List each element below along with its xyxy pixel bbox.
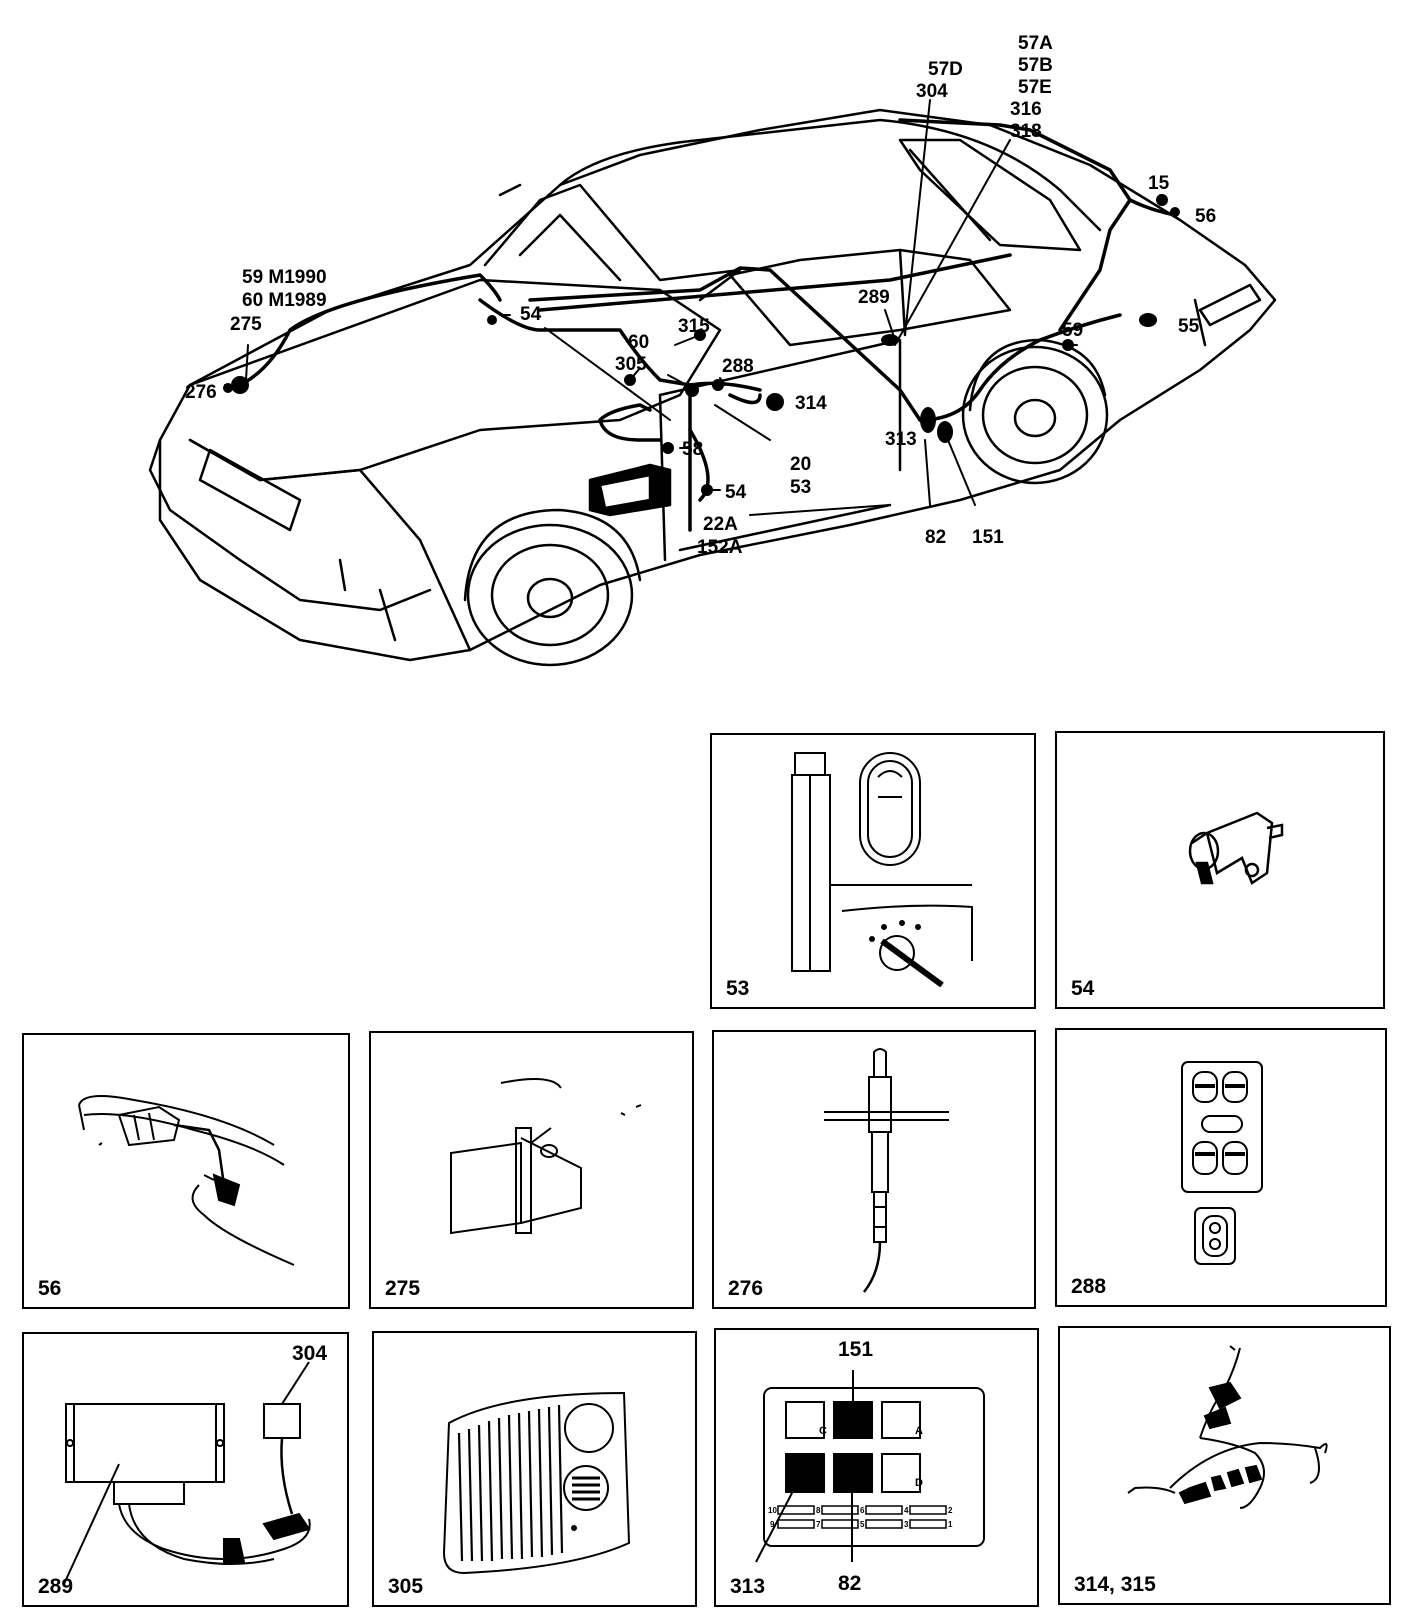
callout-57a: 57A [1018, 33, 1053, 54]
callout-314: 314 [795, 393, 827, 414]
callout-152a: 152A [697, 537, 743, 558]
callout-316: 316 [1010, 99, 1042, 120]
rear-wheel [961, 345, 1109, 485]
panel-313-label-151: 151 [838, 1338, 874, 1361]
callout-318: 318 [1010, 121, 1042, 142]
car-diagram [148, 99, 1277, 667]
fuse-label-c: C [819, 1425, 827, 1437]
panel-label: 54 [1071, 977, 1095, 1000]
fuse-num-5: 5 [860, 1520, 865, 1529]
panel-53: 53 [710, 733, 1036, 1009]
callout-313: 313 [885, 429, 917, 450]
callout-288: 288 [722, 356, 754, 377]
callout-275: 275 [230, 314, 262, 335]
callout-53: 53 [790, 477, 812, 498]
callout-57b: 57B [1018, 55, 1053, 76]
callout-289: 289 [858, 287, 890, 308]
car-body-outline [158, 108, 1277, 662]
callout-59-m1990: 59 M1990 [242, 267, 327, 288]
car-roof [558, 118, 1102, 232]
panel-305: 305 [372, 1331, 697, 1607]
fuse-num-3: 3 [904, 1520, 909, 1529]
panel-289-label-304: 304 [292, 1342, 328, 1365]
fuse-num-10: 10 [768, 1506, 777, 1515]
panel-313-label-82: 82 [838, 1572, 862, 1595]
callout-315: 315 [678, 316, 710, 337]
callout-57e: 57E [1018, 77, 1052, 98]
callout-22a: 22A [703, 514, 738, 535]
callout-54-front: 54 [520, 304, 542, 325]
callout-82: 82 [925, 527, 947, 548]
speaker-grille-outline [442, 1391, 631, 1575]
panel-label: 276 [728, 1277, 764, 1300]
callout-58: 58 [682, 439, 704, 460]
fuse-num-6: 6 [860, 1506, 865, 1515]
panel-label: 289 [38, 1575, 74, 1598]
callout-276: 276 [185, 382, 217, 403]
callout-56: 56 [1195, 206, 1217, 227]
callout-57d: 57D [928, 59, 963, 80]
panel-288: 288 [1055, 1028, 1387, 1307]
panel-314-315: 314, 315 [1058, 1326, 1391, 1605]
callout-60: 60 [628, 332, 650, 353]
panel-276: 276 [712, 1030, 1036, 1309]
fuse-label-d: D [915, 1477, 923, 1489]
fuse-num-2: 2 [948, 1506, 953, 1515]
panel-label: 314, 315 [1074, 1573, 1156, 1596]
front-wheel [466, 523, 634, 667]
callout-55: 55 [1178, 316, 1200, 337]
callout-20: 20 [790, 454, 812, 475]
callout-305: 305 [615, 354, 647, 375]
callout-59: 59 [1062, 320, 1084, 341]
fuse-num-7: 7 [816, 1520, 821, 1529]
panel-56: 56 [22, 1033, 350, 1309]
panel-54: 54 [1055, 731, 1385, 1009]
panel-label: 288 [1071, 1275, 1107, 1298]
callout-151: 151 [972, 527, 1004, 548]
fuse-num-1: 1 [948, 1520, 953, 1529]
callout-54-door: 54 [725, 482, 747, 503]
fuse-num-9: 9 [770, 1520, 775, 1529]
panel-label: 275 [385, 1277, 421, 1300]
callout-15: 15 [1148, 173, 1170, 194]
fuse-label-a: A [915, 1425, 923, 1437]
panel-275: 275 [369, 1031, 694, 1309]
panel-label: 313 [730, 1575, 766, 1598]
panel-label: 53 [726, 977, 750, 1000]
fuse-num-4: 4 [904, 1506, 909, 1515]
callout-60-m1989: 60 M1989 [242, 290, 327, 311]
fuse-box-outline [763, 1387, 985, 1547]
panel-label: 305 [388, 1575, 424, 1598]
panel-289: 304 289 [22, 1332, 349, 1607]
fuse-num-8: 8 [816, 1506, 821, 1515]
panel-label: 56 [38, 1277, 62, 1300]
panel-313: C A D 10 8 6 4 2 9 7 5 3 1 151 82 313 [714, 1328, 1039, 1607]
callout-304: 304 [916, 81, 948, 102]
